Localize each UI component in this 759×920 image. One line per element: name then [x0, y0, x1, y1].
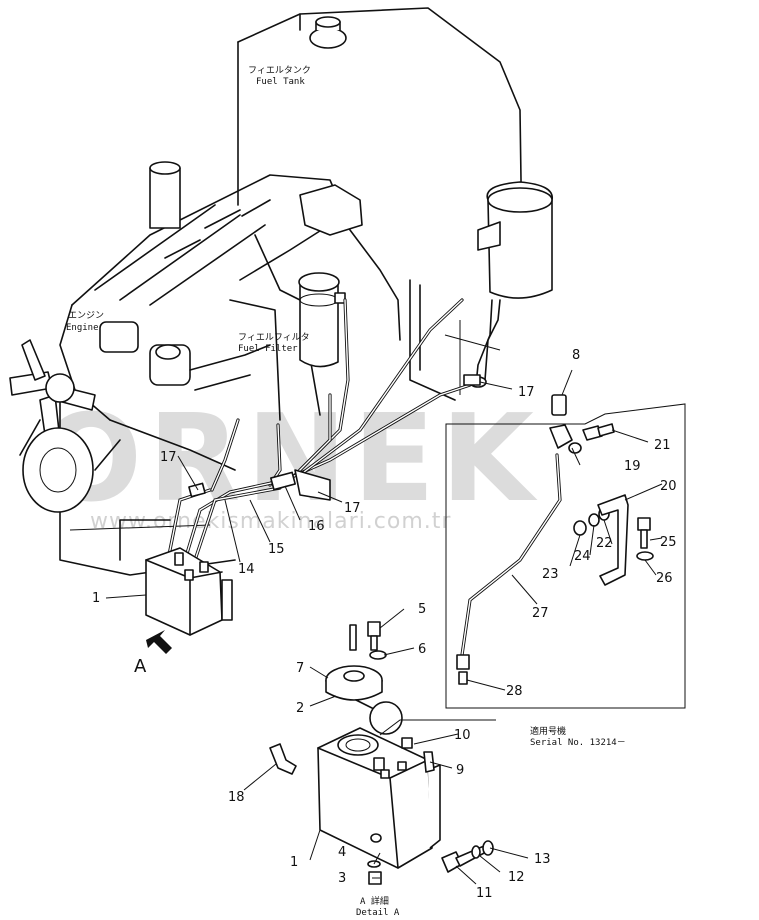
callout-28: 28 — [506, 684, 523, 699]
engine-fan — [9, 339, 96, 443]
callout-15: 15 — [268, 542, 285, 557]
fuel-filter-label-jp: フィエルフィルタ — [238, 332, 310, 343]
fuel-tank-label-jp: フィエルタンク — [248, 65, 311, 76]
callout-21: 21 — [654, 438, 671, 453]
callout-19: 19 — [624, 459, 641, 474]
engine-label: Engine — [66, 323, 99, 333]
callout-25: 25 — [660, 535, 677, 550]
callout-20: 20 — [660, 479, 677, 494]
fuel-tank — [237, 7, 523, 401]
serial-label-jp: 適用号機 — [530, 725, 566, 737]
callout-27: 27 — [532, 606, 549, 621]
callouts: 1 1 2 3 4 5 6 7 8 9 10 11 12 13 14 15 16… — [92, 348, 677, 901]
detail-label: Detail A — [356, 908, 400, 918]
callout-8: 8 — [572, 348, 580, 363]
callout-2: 2 — [296, 701, 304, 716]
tank-filter — [469, 181, 553, 388]
callout-13: 13 — [534, 852, 551, 867]
part-1-mounted — [145, 547, 233, 654]
callout-1: 1 — [92, 591, 100, 606]
detail-label-jp: A 詳細 — [360, 895, 389, 907]
leader-lines — [105, 369, 663, 885]
watermark-url: www.ornekismakinalari.com.tr — [90, 509, 451, 534]
callout-14: 14 — [238, 562, 255, 577]
callout-23: 23 — [542, 567, 559, 582]
callout-17-center: 17 — [344, 501, 361, 516]
callout-17-right: 17 — [518, 385, 535, 400]
engine — [9, 161, 363, 576]
watermark: ORNEK www.ornekismakinalari.com.tr — [40, 390, 540, 534]
fuel-filter-label: Fuel Filter — [238, 344, 298, 354]
fuel-lines — [166, 298, 481, 562]
callout-1-detail: 1 — [290, 855, 298, 870]
callout-18: 18 — [228, 790, 245, 805]
callout-9: 9 — [456, 763, 464, 778]
callout-11: 11 — [476, 886, 493, 901]
callout-22: 22 — [596, 536, 613, 551]
fuel-filter — [298, 272, 346, 368]
callout-5: 5 — [418, 602, 426, 617]
callout-10: 10 — [454, 728, 471, 743]
callout-3: 3 — [338, 871, 346, 886]
callout-16: 16 — [308, 519, 325, 534]
engine-label-jp: エンジン — [68, 311, 104, 321]
callout-26: 26 — [656, 571, 673, 586]
serial-label: Serial No. 13214－ — [530, 738, 626, 748]
serial-variant-box — [445, 394, 686, 709]
watermark-main: ORNEK — [40, 390, 540, 529]
fuel-tank-label: Fuel Tank — [256, 77, 305, 87]
view-letter-a: A — [134, 656, 147, 677]
callout-7: 7 — [296, 661, 304, 676]
callout-24: 24 — [574, 549, 591, 564]
callout-17-left: 17 — [160, 450, 177, 465]
callout-4: 4 — [338, 845, 346, 860]
callout-6: 6 — [418, 642, 426, 657]
callout-12: 12 — [508, 870, 525, 885]
